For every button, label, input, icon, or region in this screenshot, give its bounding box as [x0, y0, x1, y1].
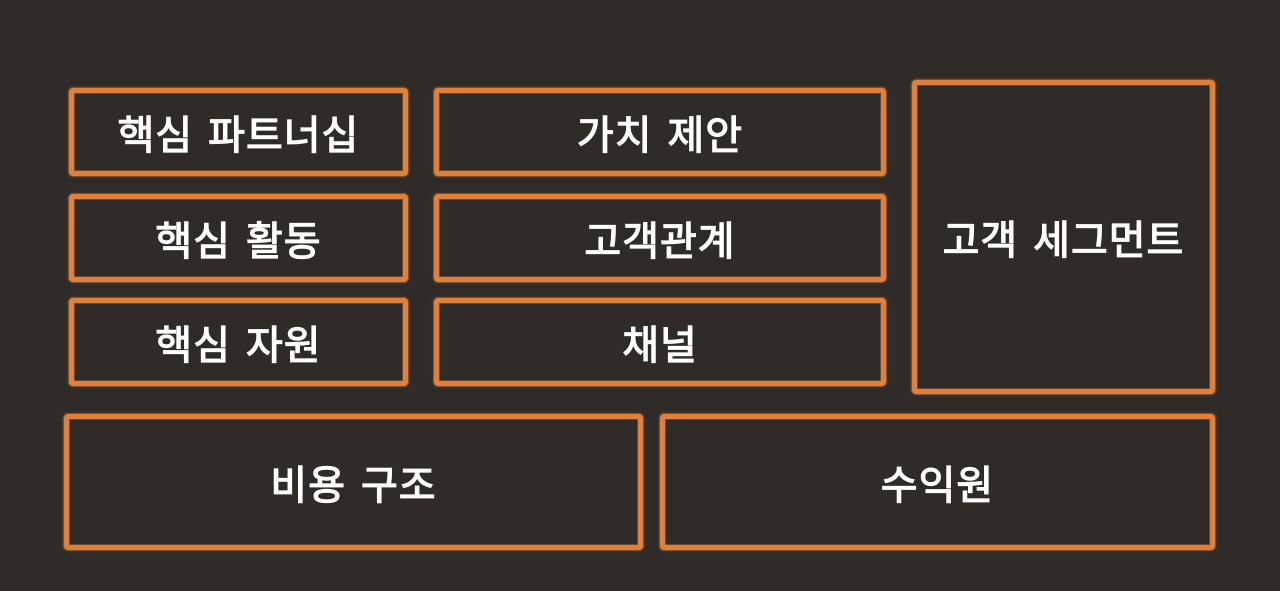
customer-segments-label: 고객 세그먼트 — [942, 218, 1185, 264]
key-resources-block: 핵심 자원 — [69, 298, 408, 386]
customer-relationships-block: 고객관계 — [434, 194, 886, 282]
value-proposition-block: 가치 제안 — [434, 88, 886, 176]
key-resources-label: 핵심 자원 — [155, 323, 322, 369]
key-activities-block: 핵심 활동 — [69, 194, 408, 282]
channels-block: 채널 — [434, 298, 886, 386]
key-partners-label: 핵심 파트너십 — [117, 113, 360, 159]
customer-segments-block: 고객 세그먼트 — [912, 80, 1215, 394]
key-partners-block: 핵심 파트너십 — [69, 88, 408, 176]
revenue-streams-block: 수익원 — [660, 414, 1215, 550]
channels-label: 채널 — [622, 323, 698, 369]
revenue-streams-label: 수익원 — [880, 463, 995, 509]
value-proposition-label: 가치 제안 — [576, 113, 744, 159]
customer-relationships-label: 고객관계 — [584, 219, 736, 265]
key-activities-label: 핵심 활동 — [155, 219, 322, 265]
cost-structure-block: 비용 구조 — [64, 414, 643, 550]
cost-structure-label: 비용 구조 — [270, 463, 437, 509]
